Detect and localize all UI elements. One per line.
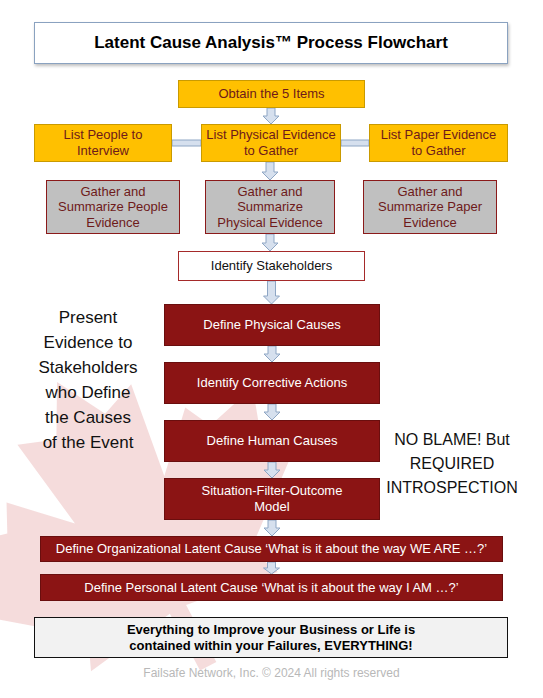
- node-text: Gather and Summarize Paper Evidence: [370, 184, 490, 231]
- node-text: List Paper Evidence to Gather: [374, 127, 503, 158]
- input-box: List Paper Evidence to Gather: [369, 124, 508, 162]
- connector-shape: [264, 562, 280, 574]
- cause-box: Identify Corrective Actions: [164, 362, 380, 404]
- connector-shape: [262, 162, 278, 180]
- flow-connector: [264, 520, 280, 536]
- diagram-title: Latent Cause Analysis™ Process Flowchart: [94, 33, 448, 53]
- connector-shape: [264, 462, 280, 478]
- node-text: Identify Stakeholders: [211, 258, 332, 274]
- node-text: List People to Interview: [39, 127, 167, 158]
- flow-connector: [264, 562, 280, 574]
- flow-connector: [264, 281, 280, 304]
- title-frame: Latent Cause Analysis™ Process Flowchart: [34, 22, 508, 64]
- node-text: Obtain the 5 Items: [218, 86, 324, 102]
- cause-box: Define Human Causes: [164, 420, 380, 462]
- flow-connector: [341, 140, 369, 146]
- input-box: List People to Interview: [34, 124, 172, 162]
- flow-connector: [262, 234, 278, 251]
- node-text: Define Physical Causes: [203, 317, 340, 333]
- latent-cause-bar: Define Personal Latent Cause ‘What is it…: [40, 574, 503, 601]
- node-text: Define Personal Latent Cause ‘What is it…: [84, 580, 458, 596]
- flow-connector: [263, 108, 279, 124]
- connector-shape: [264, 346, 280, 362]
- cause-box: Situation-Filter-Outcome Model: [164, 478, 380, 520]
- flow-connector: [264, 462, 280, 478]
- node-text: Define Human Causes: [207, 433, 338, 449]
- copyright-note: Failsafe Network, Inc. © 2024 All rights…: [100, 666, 443, 681]
- input-box: Obtain the 5 Items: [178, 80, 365, 108]
- node-text: List Physical Evidence to Gather: [206, 127, 336, 158]
- node-text: Define Organizational Latent Cause ‘What…: [56, 541, 487, 557]
- connector-shape: [172, 140, 201, 146]
- stakeholder-box: Identify Stakeholders: [178, 251, 365, 281]
- flow-connector: [262, 162, 278, 180]
- node-text: Gather and Summarize Physical Evidence: [212, 184, 328, 231]
- flow-connector: [172, 140, 201, 146]
- node-text: Everything to Improve your Business or L…: [95, 622, 447, 653]
- latent-cause-bar: Define Organizational Latent Cause ‘What…: [40, 536, 503, 562]
- flow-connector: [264, 346, 280, 362]
- connector-shape: [341, 140, 369, 146]
- connector-shape: [264, 281, 280, 304]
- node-text: Situation-Filter-Outcome Model: [195, 483, 349, 514]
- connector-shape: [263, 108, 279, 124]
- node-text: Gather and Summarize People Evidence: [53, 184, 173, 231]
- evidence-box: Gather and Summarize People Evidence: [46, 180, 180, 234]
- side-note: Present Evidence to Stakeholders who Def…: [36, 305, 140, 455]
- flow-connector: [264, 404, 280, 420]
- connector-shape: [262, 234, 278, 251]
- emphasis-note: NO BLAME! But REQUIRED INTROSPECTION: [377, 428, 527, 500]
- connector-shape: [264, 520, 280, 536]
- connector-shape: [264, 404, 280, 420]
- evidence-box: Gather and Summarize Paper Evidence: [363, 180, 497, 234]
- cause-box: Define Physical Causes: [164, 304, 380, 346]
- conclusion-box: Everything to Improve your Business or L…: [34, 617, 508, 658]
- input-box: List Physical Evidence to Gather: [201, 124, 341, 162]
- evidence-box: Gather and Summarize Physical Evidence: [205, 180, 335, 234]
- node-text: Identify Corrective Actions: [197, 375, 347, 391]
